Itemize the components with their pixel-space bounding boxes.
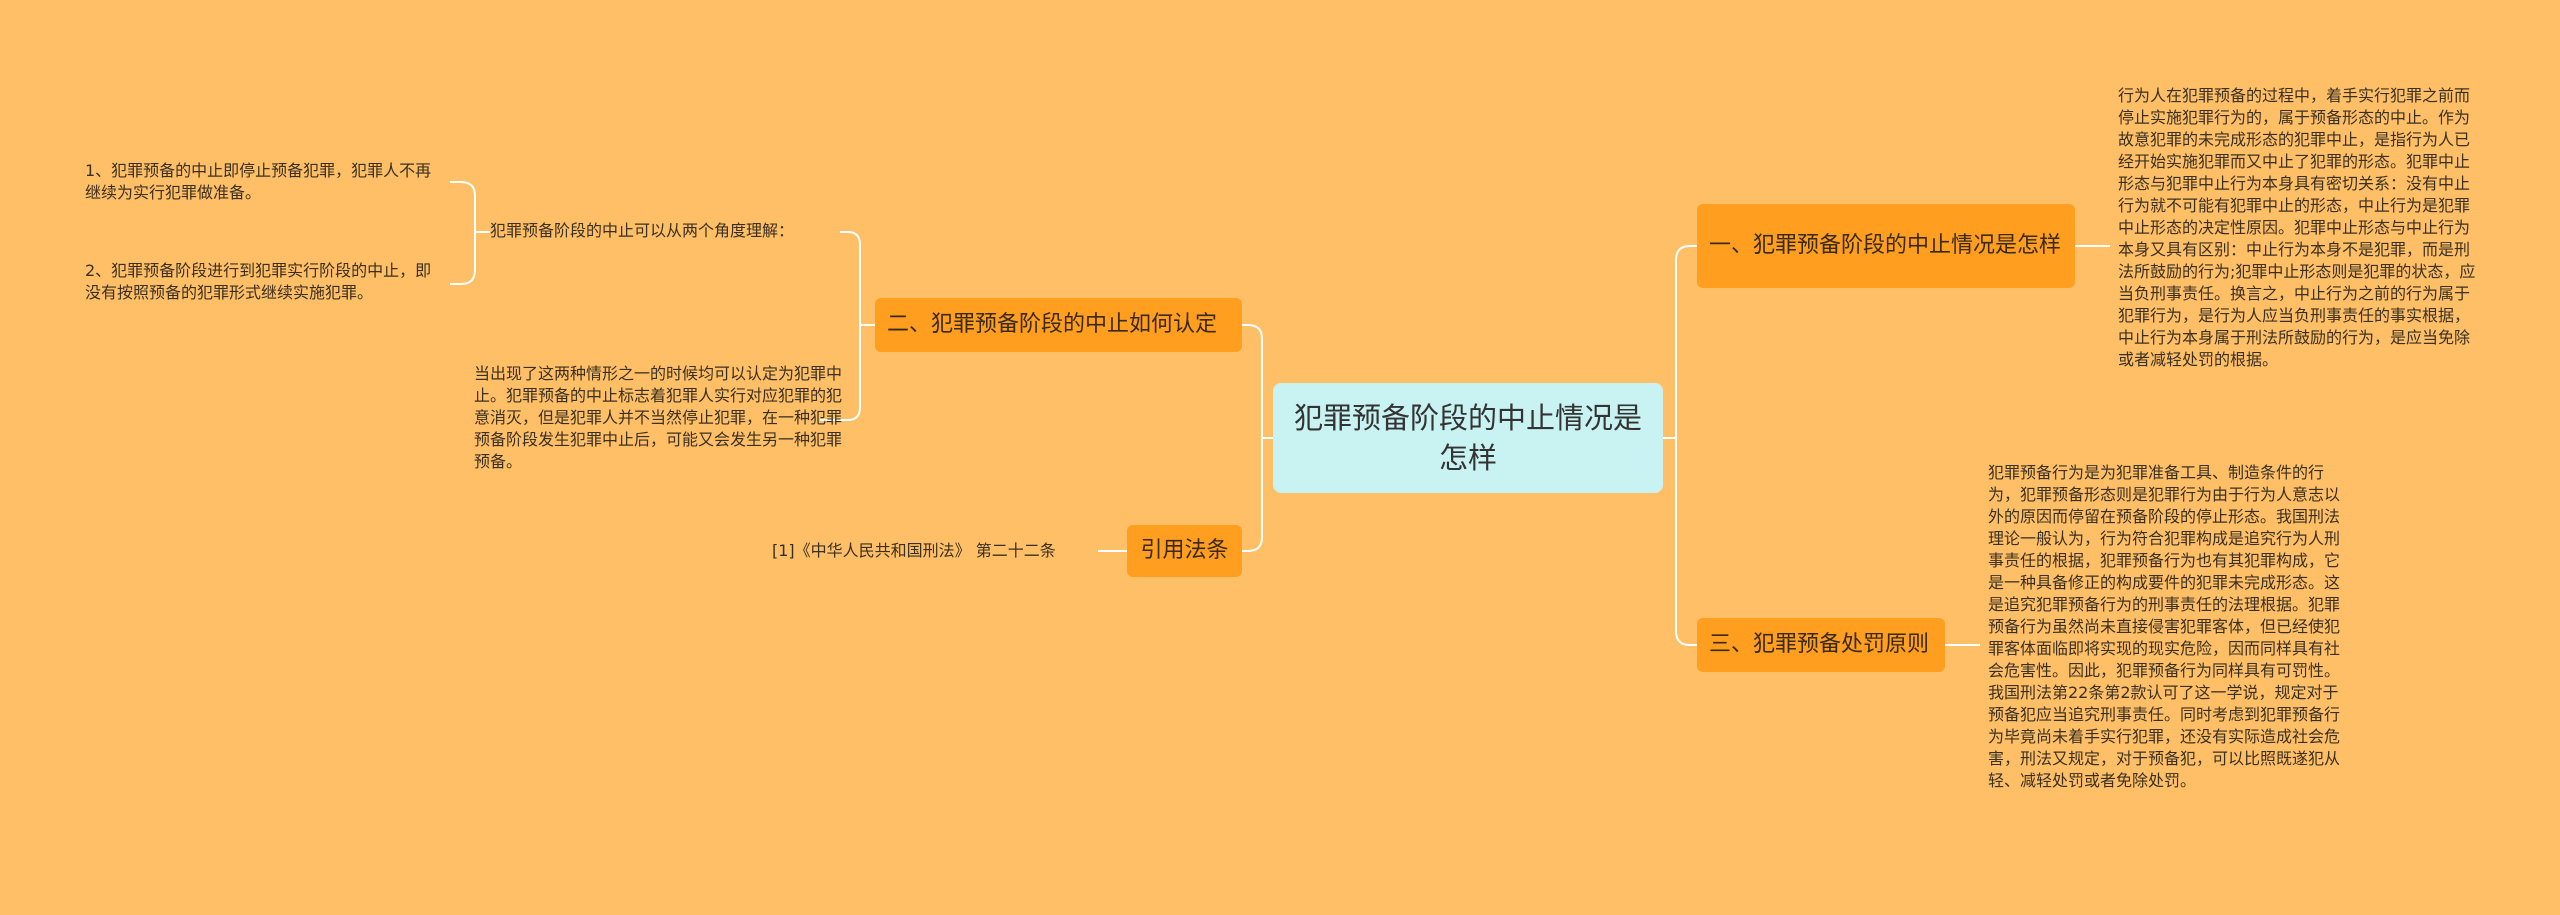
connector-l1-sub2 bbox=[820, 325, 861, 421]
connector-sub1-item1 bbox=[450, 181, 476, 232]
connector-root-l1 bbox=[1242, 324, 1263, 438]
branch-node-punishment-principle[interactable]: 三、犯罪预备处罚原则 bbox=[1697, 618, 1945, 672]
root-title: 犯罪预备阶段的中止情况是怎样 bbox=[1293, 401, 1642, 475]
list-item-perspective-1: 1、犯罪预备的中止即停止预备犯罪，犯罪人不再继续为实行犯罪做准备。 bbox=[85, 161, 432, 202]
branch-label: 一、犯罪预备阶段的中止情况是怎样 bbox=[1709, 233, 2062, 258]
connector-l1-sub1 bbox=[840, 231, 861, 325]
detail-text-punishment-principle: 犯罪预备行为是为犯罪准备工具、制造条件的行为，犯罪预备形态则是犯罪行为由于行为人… bbox=[1988, 463, 2341, 790]
branch-label: 二、犯罪预备阶段的中止如何认定 bbox=[887, 312, 1218, 337]
connector-root-l2 bbox=[1242, 438, 1263, 552]
branch-label: 三、犯罪预备处罚原则 bbox=[1709, 632, 1930, 657]
connector-root-r1 bbox=[1675, 245, 1697, 438]
connector-root-r2 bbox=[1675, 438, 1697, 646]
detail-text-suspension-situation: 行为人在犯罪预备的过程中，着手实行犯罪之前而停止实施犯罪行为的，属于预备形态的中… bbox=[2118, 86, 2476, 369]
branch-label: 引用法条 bbox=[1140, 538, 1229, 563]
subtopic-determination-note: 当出现了这两种情形之一的时候均可以认定为犯罪中止。犯罪预备的中止标志着犯罪人实行… bbox=[474, 364, 843, 471]
subtopic-two-perspectives: 犯罪预备阶段的中止可以从两个角度理解： bbox=[490, 221, 795, 240]
root-node[interactable]: 犯罪预备阶段的中止情况是怎样 bbox=[1273, 383, 1663, 493]
branch-node-cited-law[interactable]: 引用法条 bbox=[1127, 525, 1242, 577]
branch-node-how-to-determine[interactable]: 二、犯罪预备阶段的中止如何认定 bbox=[875, 298, 1242, 352]
list-item-perspective-2: 2、犯罪预备阶段进行到犯罪实行阶段的中止，即没有按照预备的犯罪形式继续实施犯罪。 bbox=[85, 261, 432, 302]
connector-sub1-item2 bbox=[450, 232, 476, 285]
branch-node-suspension-situation[interactable]: 一、犯罪预备阶段的中止情况是怎样 bbox=[1697, 204, 2075, 288]
reference-text: [1]《中华人民共和国刑法》 第二十二条 bbox=[772, 541, 1056, 560]
